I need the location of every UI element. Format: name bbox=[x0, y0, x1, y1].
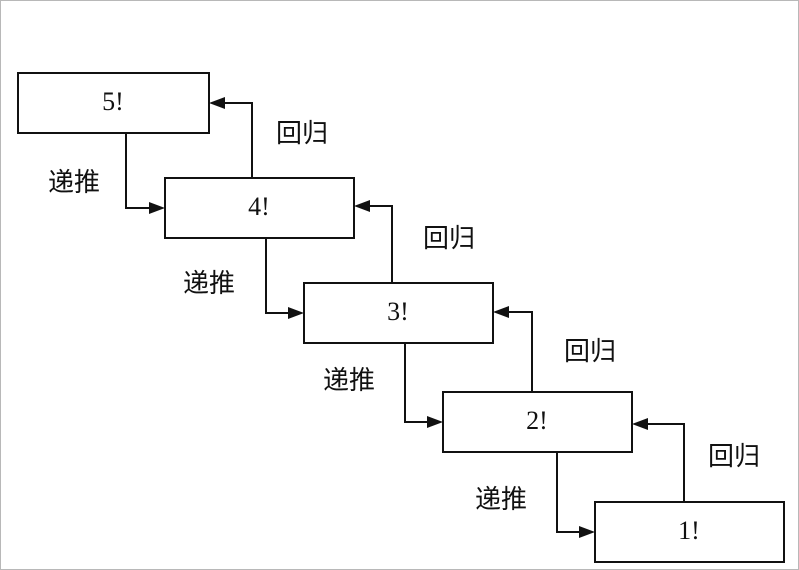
recursion-arrow-4-3 bbox=[265, 238, 304, 319]
recursion-arrow-3-2 bbox=[404, 343, 443, 428]
backtrack-label-1-2: 回归 bbox=[708, 442, 760, 472]
backtrack-label-4-5: 回归 bbox=[276, 119, 328, 149]
backtrack-label-2-3: 回归 bbox=[564, 337, 616, 367]
recursion-label-4-3: 递推 bbox=[183, 269, 235, 299]
recursion-arrow-5-4 bbox=[125, 133, 165, 214]
factorial-box-3-label: 3! bbox=[387, 297, 409, 326]
backtrack-arrow-2-3 bbox=[493, 306, 533, 392]
factorial-box-4: 4! bbox=[164, 177, 355, 239]
factorial-box-2-label: 2! bbox=[526, 406, 548, 435]
factorial-box-1: 1! bbox=[594, 501, 785, 563]
backtrack-arrow-1-2 bbox=[632, 418, 685, 502]
factorial-box-1-label: 1! bbox=[678, 516, 700, 545]
backtrack-label-3-4: 回归 bbox=[423, 224, 475, 254]
factorial-box-4-label: 4! bbox=[248, 192, 270, 221]
factorial-box-5-label: 5! bbox=[102, 87, 124, 116]
recursion-label-3-2: 递推 bbox=[323, 366, 375, 396]
recursion-arrow-2-1 bbox=[556, 452, 595, 538]
factorial-box-2: 2! bbox=[442, 391, 633, 453]
recursion-label-5-4: 递推 bbox=[48, 168, 100, 198]
backtrack-arrow-4-5 bbox=[209, 97, 253, 178]
backtrack-arrow-3-4 bbox=[354, 200, 393, 283]
factorial-box-5: 5! bbox=[17, 72, 210, 134]
recursion-label-2-1: 递推 bbox=[475, 485, 527, 515]
factorial-box-3: 3! bbox=[303, 282, 494, 344]
